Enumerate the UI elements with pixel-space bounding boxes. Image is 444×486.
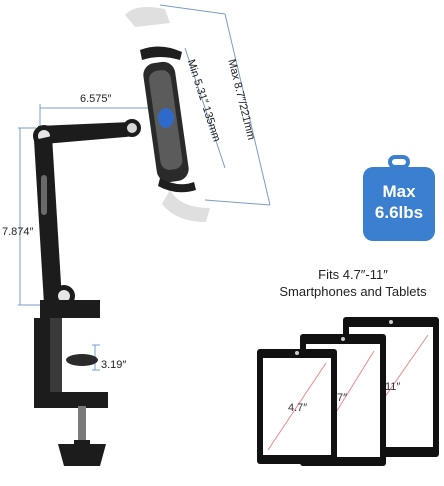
badge-line-2: 6.6lbs (374, 203, 424, 222)
width-dimension-label: 6.575″ (80, 93, 112, 105)
device-label-large: 11″ (385, 381, 401, 393)
weight-badge-shape (363, 155, 435, 241)
badge-line-1: Max (382, 182, 416, 201)
fits-line-1: Fits 4.7″-11″ (318, 267, 388, 282)
height-dimension-label: 7.874″ (2, 226, 34, 238)
lower-arm (34, 136, 75, 307)
fits-line-2: Smartphones and Tablets (279, 284, 427, 299)
tablet-holder (140, 46, 196, 193)
device-label-medium: 7″ (337, 392, 348, 404)
weight-badge: Max 6.6lbs (362, 159, 436, 243)
desk-clamp (34, 300, 108, 466)
device-frames (257, 317, 439, 466)
device-label-small: 4.7″ (288, 402, 308, 414)
fits-caption: Fits 4.7″-11″ Smartphones and Tablets (262, 266, 444, 300)
clamp-dimension-label: 3.19″ (101, 359, 127, 371)
holder-ghost (125, 7, 210, 222)
